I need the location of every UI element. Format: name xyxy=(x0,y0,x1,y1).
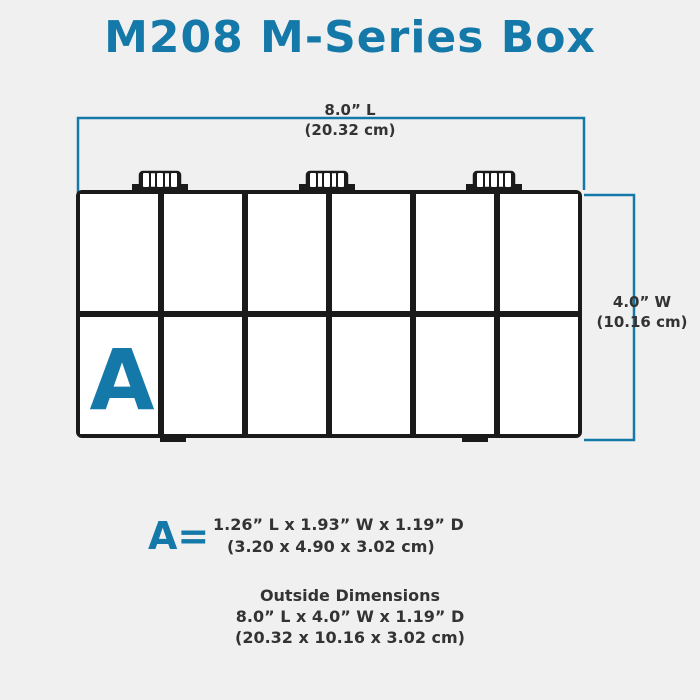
compartment-cell xyxy=(416,317,494,434)
outside-dimensions-heading: Outside Dimensions xyxy=(259,586,441,605)
length-label-cm: (20.32 cm) xyxy=(304,121,396,139)
compartment-cell xyxy=(80,317,158,434)
compartment-cell xyxy=(248,317,326,434)
latch-icon xyxy=(466,170,522,192)
compartment-cell xyxy=(80,194,158,311)
compartment-spec-text: 1.26” L x 1.93” W x 1.19” D (3.20 x 4.90… xyxy=(213,514,533,558)
compartment-cell xyxy=(248,194,326,311)
compartment-spec-cm: (3.20 x 4.90 x 3.02 cm) xyxy=(227,537,435,556)
outside-dimensions-inches: 8.0” L x 4.0” W x 1.19” D xyxy=(235,607,465,626)
length-label-inches: 8.0” L xyxy=(324,101,376,119)
compartment-spec-key: A= xyxy=(148,514,210,558)
box-foot xyxy=(462,436,488,442)
compartment-cell xyxy=(500,194,578,311)
box-outline xyxy=(76,190,582,442)
width-label-inches: 4.0” W xyxy=(612,293,672,311)
compartment-cell xyxy=(416,194,494,311)
compartment-cell xyxy=(332,194,410,311)
outside-dimensions: Outside Dimensions 8.0” L x 4.0” W x 1.1… xyxy=(150,585,550,648)
width-label-cm: (10.16 cm) xyxy=(596,313,688,331)
latch-icon xyxy=(132,170,188,192)
compartment-cell xyxy=(164,317,242,434)
length-label: 8.0” L (20.32 cm) xyxy=(250,100,450,140)
compartment-cell xyxy=(164,194,242,311)
latches xyxy=(132,170,522,192)
compartment-cell xyxy=(332,317,410,434)
length-dimension-line xyxy=(76,116,586,200)
compartment-spec-inches: 1.26” L x 1.93” W x 1.19” D xyxy=(213,515,464,534)
box-foot xyxy=(160,436,186,442)
width-dimension-line xyxy=(584,193,636,442)
width-label: 4.0” W (10.16 cm) xyxy=(586,292,698,332)
compartment-marker: A xyxy=(89,331,155,429)
compartment-cell xyxy=(500,317,578,434)
latch-icon xyxy=(299,170,355,192)
outside-dimensions-cm: (20.32 x 10.16 x 3.02 cm) xyxy=(235,628,465,647)
page-title: M208 M-Series Box xyxy=(104,12,596,63)
